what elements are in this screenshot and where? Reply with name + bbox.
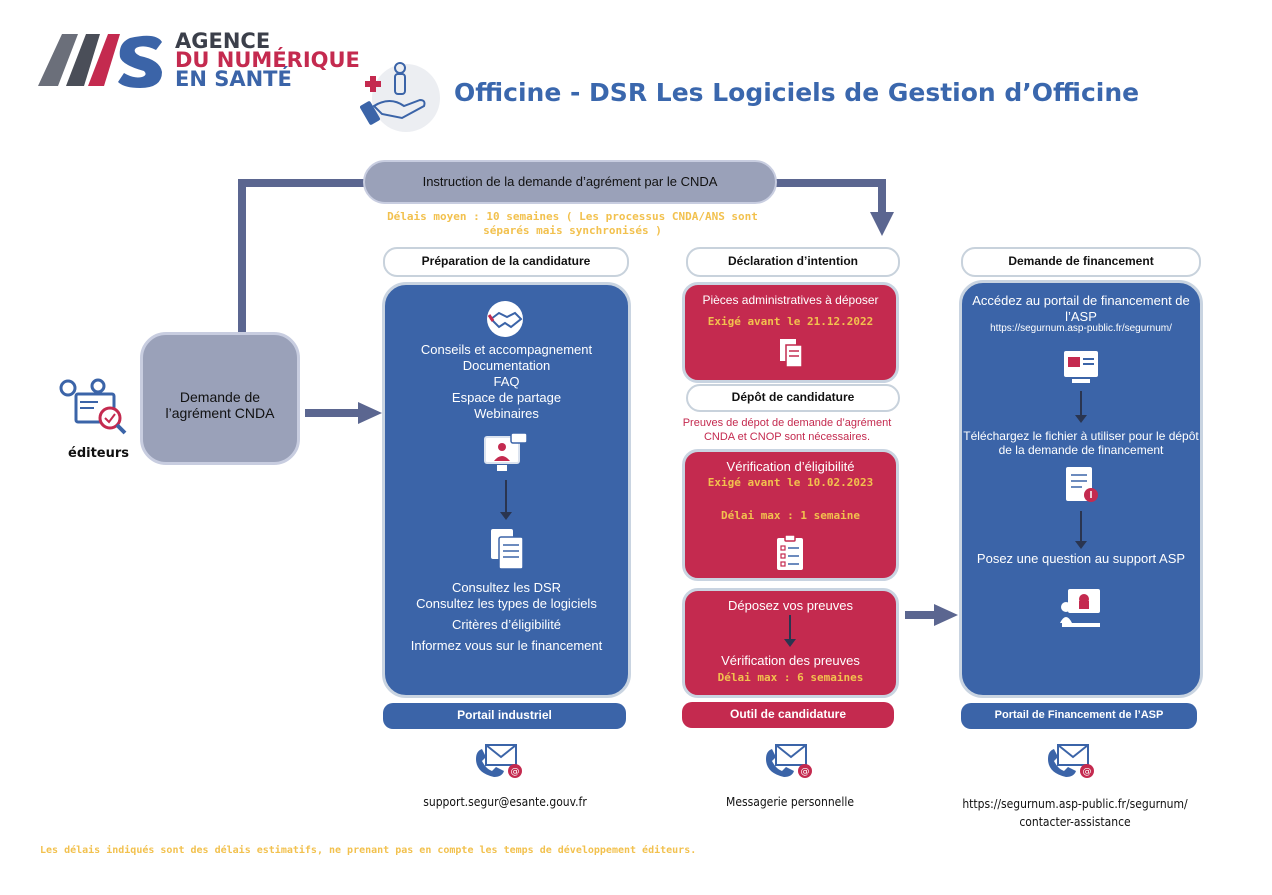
contact-support-email[interactable]: support.segur@esante.gouv.fr: [423, 795, 587, 809]
contact-messagerie: Messagerie personnelle: [726, 795, 854, 809]
financement-step1: Accédez au portail de financement de l’A…: [972, 293, 1190, 324]
svg-text:@: @: [801, 767, 810, 777]
svg-text:@: @: [1083, 767, 1092, 777]
panel-financement: Accédez au portail de financement de l’A…: [959, 280, 1203, 698]
contact-asp-line2: contacter-assistance: [1019, 815, 1131, 829]
svg-text:@: @: [511, 767, 520, 777]
papers-icon: [778, 337, 804, 369]
document-icon: [487, 527, 527, 573]
header-financement: Demande de financement: [961, 247, 1201, 277]
financement-step3: Posez une question au support ASP: [976, 551, 1186, 566]
depot-note: Preuves de dépot de demande d’agrément C…: [682, 417, 892, 443]
pieces-admin-title: Pièces administratives à déposer: [702, 293, 879, 307]
download-file-icon: [1062, 465, 1100, 507]
editeurs-label: éditeurs: [68, 446, 130, 461]
contact-asp-link[interactable]: https://segurnum.asp-public.fr/segurnum/…: [950, 795, 1200, 831]
footnote: Les délais indiqués sont des délais esti…: [40, 845, 697, 856]
col1-item-criteres: Critères d’éligibilité: [451, 617, 562, 632]
col1-item-documentation: Documentation: [462, 358, 551, 373]
eligibilite-delay: Délai max : 1 semaine: [720, 509, 861, 522]
handshake-icon: [483, 299, 527, 339]
instruction-pill: Instruction de la demande d’agrément par…: [363, 160, 777, 204]
header-declaration: Déclaration d’intention: [686, 247, 900, 277]
col1-item-webinaires: Webinaires: [474, 406, 539, 421]
preuves-step2: Vérification des preuves: [721, 653, 860, 668]
support-icon: [1058, 587, 1104, 629]
preuves-delay: Délai max : 6 semaines: [717, 671, 864, 684]
webinar-icon: [481, 431, 531, 475]
contact-asp-phone-icon: @: [1044, 743, 1098, 781]
logo-line-3: EN SANTÉ: [175, 67, 292, 91]
col1-item-faq: FAQ: [493, 374, 520, 389]
panel-preparation: Conseils et accompagnement Documentation…: [382, 282, 631, 698]
pieces-admin-deadline: Exigé avant le 21.12.2022: [707, 315, 874, 328]
eligibilite-deadline: Exigé avant le 10.02.2023: [707, 476, 874, 489]
col1-item-conseils: Conseils et accompagnement: [420, 342, 593, 357]
ans-logo: [38, 28, 178, 90]
header-preparation: Préparation de la candidature: [383, 247, 629, 277]
portal-icon: [1060, 347, 1102, 387]
panel-pieces-admin: Pièces administratives à déposer Exigé a…: [682, 282, 899, 383]
col1-item-financement: Informez vous sur le financement: [410, 638, 603, 653]
editeurs-icon: [58, 378, 130, 438]
checklist-icon: [773, 534, 807, 572]
contact-email-phone-icon: @: [472, 743, 526, 781]
officine-icon: [360, 58, 440, 132]
page-title: Officine - DSR Les Logiciels de Gestion …: [454, 78, 1140, 107]
financement-url[interactable]: https://segurnum.asp-public.fr/segurnum/: [990, 323, 1172, 334]
preuves-step1: Déposez vos preuves: [727, 598, 853, 613]
logo-line-2: DU NUMÉRIQUE: [175, 48, 360, 72]
eligibilite-title: Vérification d’éligibilité: [726, 459, 855, 474]
panel-preuves: Déposez vos preuves Vérification des pre…: [682, 588, 899, 698]
col1-item-types: Consultez les types de logiciels: [416, 596, 597, 611]
financement-step2: Téléchargez le fichier à utiliser pour l…: [963, 429, 1199, 457]
demande-agrement-box: Demande de l’agrément CNDA: [140, 332, 300, 465]
col1-item-espace: Espace de partage: [451, 390, 562, 405]
instruction-delay: Délais moyen : 10 semaines ( Les process…: [387, 210, 758, 237]
header-depot: Dépôt de candidature: [686, 384, 900, 412]
logo-line-1: AGENCE: [175, 29, 271, 53]
portail-industriel-button[interactable]: Portail industriel: [383, 703, 626, 729]
panel-eligibilite: Vérification d’éligibilité Exigé avant l…: [682, 449, 899, 581]
contact-messagerie-phone-icon: @: [762, 743, 816, 781]
contact-asp-line1: https://segurnum.asp-public.fr/segurnum/: [962, 797, 1188, 811]
col1-item-dsr: Consultez les DSR: [451, 580, 562, 595]
outil-candidature-button[interactable]: Outil de candidature: [682, 702, 894, 728]
portail-asp-button[interactable]: Portail de Financement de l’ASP: [961, 703, 1197, 729]
